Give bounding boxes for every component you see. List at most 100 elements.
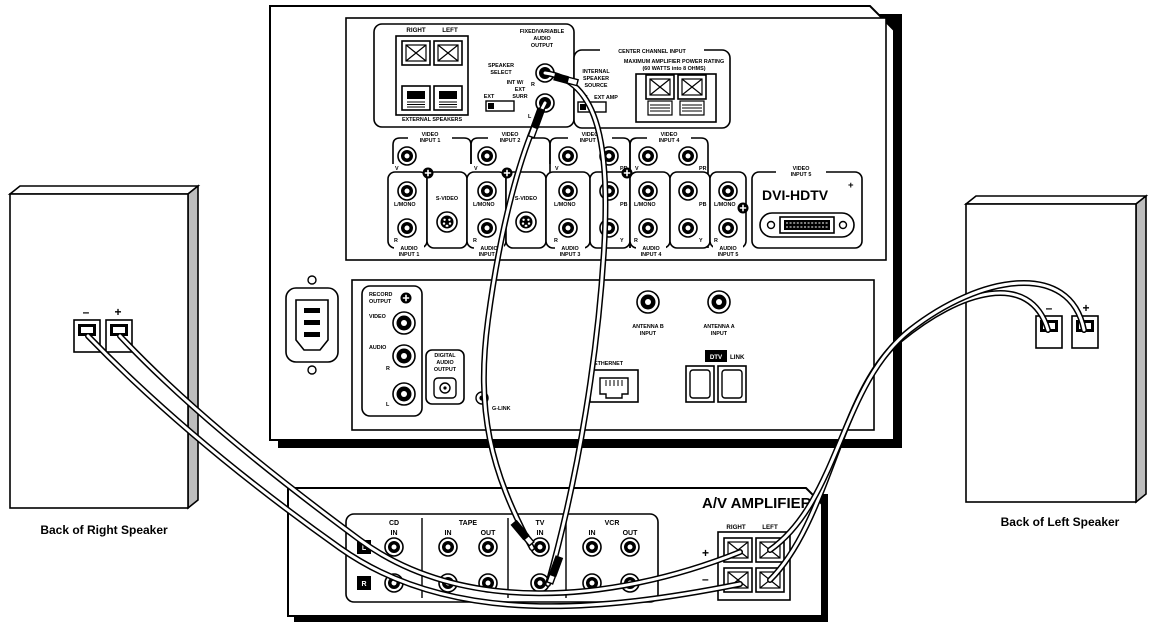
speaker-select-label-2: SELECT bbox=[490, 70, 512, 76]
cd-in-l-jack bbox=[384, 537, 404, 557]
antenna-a-label-1: ANTENNA A bbox=[703, 324, 734, 330]
l1-label: L/MONO bbox=[394, 202, 416, 208]
tape-label: TAPE bbox=[459, 520, 477, 527]
input-5-plus-icon bbox=[736, 201, 750, 215]
rca-plug-tv-l bbox=[527, 107, 546, 139]
tape-in-label: IN bbox=[445, 530, 452, 537]
video-4-jack bbox=[638, 146, 658, 166]
audio-input-4-label-2: INPUT 4 bbox=[641, 252, 662, 258]
center-channel-title: CENTER CHANNEL INPUT bbox=[618, 49, 686, 55]
record-output-label-2: OUTPUT bbox=[369, 299, 392, 305]
audio-1-r-jack bbox=[397, 218, 417, 238]
record-l-label: L bbox=[386, 402, 390, 408]
video-2-jack bbox=[477, 146, 497, 166]
r4-label: R bbox=[634, 238, 638, 244]
tv-right-bottom-terminal-icon bbox=[401, 85, 431, 111]
tv-audio-cable bbox=[480, 70, 609, 587]
l3-label: L/MONO bbox=[554, 202, 576, 208]
s-video-1-label: S-VIDEO bbox=[436, 196, 458, 202]
input-4-plus-icon bbox=[620, 166, 634, 180]
antenna-b-jack bbox=[636, 290, 660, 314]
audio-1-l-jack bbox=[397, 181, 417, 201]
pr4-label: PR bbox=[699, 166, 707, 172]
fixed-variable-label-3: OUTPUT bbox=[531, 43, 554, 49]
tv-in-label: IN bbox=[537, 530, 544, 537]
amp-plus-label: + bbox=[702, 546, 709, 560]
right-speaker-plus-label: + bbox=[114, 305, 121, 319]
antenna-a-jack bbox=[707, 290, 731, 314]
video-input-2-label-2: INPUT 2 bbox=[500, 138, 521, 144]
tv-group-label: TV bbox=[536, 520, 545, 527]
vcr-label: VCR bbox=[605, 520, 620, 527]
antenna-a-label-2: INPUT bbox=[711, 331, 728, 337]
g-link-label: G-LINK bbox=[492, 406, 511, 412]
center-terminal-2-icon bbox=[677, 74, 707, 100]
internal-speaker-label-3: SOURCE bbox=[584, 83, 607, 89]
video-input-5-label-2: INPUT 5 bbox=[791, 172, 812, 178]
fixed-variable-label-2: AUDIO bbox=[533, 36, 550, 42]
fixed-variable-audio-output: FIXED/VARIABLE AUDIO OUTPUT R L bbox=[520, 29, 565, 120]
component-4-pr-jack bbox=[678, 146, 698, 166]
tv-left-bottom-terminal-icon bbox=[433, 85, 463, 111]
rca-plug-amp-r bbox=[546, 555, 564, 585]
audio-5-l-jack bbox=[718, 181, 738, 201]
record-video-label: VIDEO bbox=[369, 314, 386, 320]
source-ext-amp-label: EXT AMP bbox=[594, 95, 618, 101]
video-input-2-label-1: VIDEO bbox=[502, 132, 519, 138]
ethernet-label: ETHERNET bbox=[594, 361, 624, 367]
right-speaker-caption: Back of Right Speaker bbox=[40, 523, 168, 537]
right-speaker-wire bbox=[85, 333, 743, 610]
video-input-3-label-2: INPUT 3 bbox=[580, 138, 601, 144]
record-output-plus-icon bbox=[399, 291, 413, 305]
left-speaker-caption: Back of Left Speaker bbox=[1001, 515, 1120, 529]
fixed-audio-l-label: L bbox=[528, 114, 532, 120]
y3-label: Y bbox=[620, 238, 624, 244]
rca-plug-amp-l bbox=[510, 519, 535, 547]
internal-speaker-label-2: SPEAKER bbox=[583, 76, 609, 82]
record-video-jack bbox=[392, 311, 416, 335]
right-speaker: – + Back of Right Speaker bbox=[7, 184, 201, 537]
pb3-label: PB bbox=[620, 202, 628, 208]
audio-input-5-label-1: AUDIO bbox=[719, 246, 736, 252]
cd-in-label: IN bbox=[391, 530, 398, 537]
audio-input-3-label-2: INPUT 3 bbox=[560, 252, 581, 258]
link-label: LINK bbox=[730, 354, 745, 361]
r5-label: R bbox=[714, 238, 718, 244]
video-audio-inputs: VIDEO INPUT 1 VIDEO INPUT 2 VIDEO INPUT … bbox=[387, 130, 750, 258]
amp-left-label: LEFT bbox=[762, 524, 778, 531]
antenna-b-label-2: INPUT bbox=[640, 331, 657, 337]
video-input-4-label-2: INPUT 4 bbox=[659, 138, 680, 144]
channel-r-label: R bbox=[361, 581, 366, 588]
record-audio-l-jack bbox=[392, 382, 416, 406]
audio-input-2-label-1: AUDIO bbox=[480, 246, 497, 252]
tape-in-l-jack bbox=[438, 537, 458, 557]
video-input-3-label-1: VIDEO bbox=[582, 132, 599, 138]
video-input-4-label-1: VIDEO bbox=[661, 132, 678, 138]
l2-label: L/MONO bbox=[473, 202, 495, 208]
audio-input-3-label-1: AUDIO bbox=[561, 246, 578, 252]
vcr-out-label: OUT bbox=[623, 530, 639, 537]
tv-right-label: RIGHT bbox=[406, 27, 425, 34]
center-terminal-1-icon bbox=[645, 74, 675, 100]
lower-connection-panel: RECORD OUTPUT VIDEO AUDIO R L DIGITAL AU… bbox=[351, 279, 875, 431]
right-speaker-minus-label: – bbox=[83, 305, 90, 319]
vcr-in-label: IN bbox=[589, 530, 596, 537]
audio-2-l-jack bbox=[477, 181, 497, 201]
component-4-y-jack bbox=[678, 218, 698, 238]
video-input-5-label-1: VIDEO bbox=[793, 166, 810, 172]
component-4-pb-jack bbox=[678, 181, 698, 201]
audio-input-5-label-2: INPUT 5 bbox=[718, 252, 739, 258]
video-1-jack bbox=[397, 146, 417, 166]
rca-plug-tv-r bbox=[553, 72, 580, 87]
ext-label: EXT bbox=[515, 87, 526, 93]
audio-input-2-label-2: INPUT 2 bbox=[479, 252, 500, 258]
audio-input-1-label-1: AUDIO bbox=[400, 246, 417, 252]
audio-4-r-jack bbox=[638, 218, 658, 238]
r1-label: R bbox=[394, 238, 398, 244]
left-speaker: – + Back of Left Speaker bbox=[963, 194, 1149, 529]
audio-input-1-label-2: INPUT 1 bbox=[399, 252, 420, 258]
speaker-select-label-1: SPEAKER bbox=[488, 63, 514, 69]
record-audio-r-jack bbox=[392, 344, 416, 368]
tv-right-top-terminal-icon bbox=[401, 40, 431, 66]
